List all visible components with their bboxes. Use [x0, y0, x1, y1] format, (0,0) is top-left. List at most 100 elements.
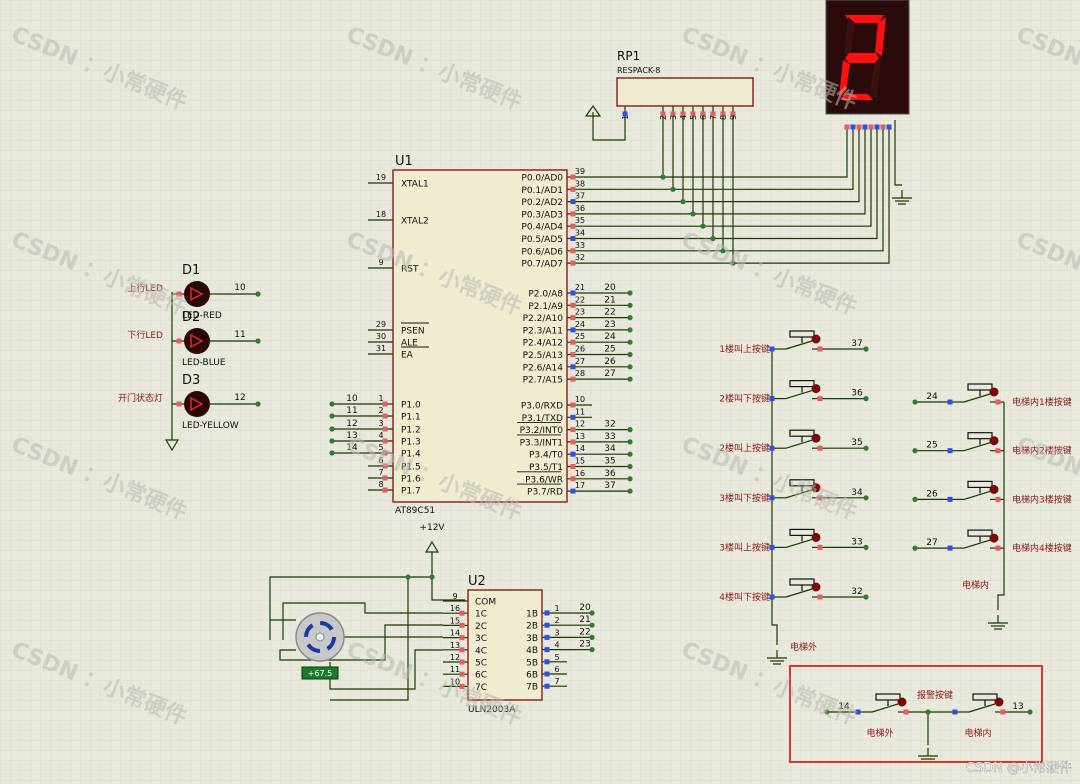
seg-pin-state: [880, 124, 886, 130]
inside-button-net: 26: [926, 489, 938, 499]
u1-pin-name: P0.7/AD7: [521, 260, 563, 270]
alarm-button-inside-pin-state: [952, 709, 958, 715]
p0-junction: [670, 186, 676, 192]
u1-pin-name: ALE: [401, 339, 418, 349]
outside-button-0-contact: [785, 340, 813, 350]
u2-pin-state: [544, 647, 550, 653]
motor-junction: [405, 574, 411, 580]
outside-button-label: 2楼叫下按键: [719, 393, 770, 405]
seg-f: [844, 17, 855, 56]
u1-pin-number: 39: [575, 167, 585, 176]
rp1-value: RESPACK-8: [617, 66, 660, 75]
led-pin-state: [176, 401, 182, 407]
u1-p2-net-label: 22: [604, 308, 615, 318]
outside-button-1-indicator: [811, 384, 821, 394]
u1-pin-number: 7: [378, 468, 383, 477]
u1-pin-name: P2.3/A11: [523, 326, 563, 336]
u1-pin-state: [382, 413, 388, 419]
u2-net-dot: [589, 634, 595, 641]
u2-pin-number: 10: [450, 677, 460, 686]
led-net-dot: [255, 338, 261, 344]
u1-pin-state: [570, 364, 576, 370]
outside-button-4-pin-state: [769, 544, 775, 550]
u1-pin-state: [570, 339, 576, 345]
led-value: LED-RED: [182, 311, 222, 321]
u1-pin-state: [382, 450, 388, 456]
led-pin-state: [176, 338, 182, 344]
u1-pin-state: [382, 487, 388, 493]
u1-pin-state: [570, 327, 576, 333]
u1-pin-state: [570, 248, 576, 254]
u1-p1-net-label: 13: [346, 431, 357, 441]
u2-pin-name: 2B: [526, 622, 538, 632]
p0-junction: [710, 235, 716, 242]
inside-button-net-dot: [912, 399, 918, 405]
u2-pin-number: 16: [450, 604, 460, 613]
u2-pin-name: COM: [475, 598, 496, 608]
u2-net-label: 21: [579, 615, 590, 625]
u1-pin-state: [382, 475, 388, 481]
u1-pin-state: [570, 352, 576, 357]
u1-pin-state: [570, 488, 576, 494]
rp1-pin-number: 5: [689, 115, 698, 120]
u1-pin-name: P3.0/RXD: [521, 402, 563, 412]
supply-arrow: [424, 540, 440, 553]
u1-pin-state: [570, 464, 576, 469]
u1-pin-number: 10: [575, 395, 585, 404]
u1-pin-name: P3.6/WR: [525, 475, 563, 485]
u1-pin-state: [570, 427, 576, 433]
u1-pin-number: 27: [575, 357, 585, 366]
alarm-button-outside-pin-state: [855, 709, 861, 715]
u1-pin-number: 1: [378, 394, 383, 403]
u1-pin-number: 29: [376, 320, 386, 329]
led-label: 下行LED: [127, 329, 163, 341]
u2-pin-name: 7B: [526, 683, 538, 693]
u1-pin-name: P3.4/T0: [529, 451, 563, 461]
u2-pin-state: [459, 647, 465, 653]
u2-pin-state: [459, 671, 465, 677]
led-label: 开门状态灯: [118, 392, 163, 404]
rp1-pin-number: 1: [621, 115, 630, 120]
rp1-pin-state: [690, 111, 696, 117]
u1-pin-number: 36: [575, 204, 585, 213]
inside-button-3-pin-state: [995, 545, 1001, 551]
u1-pin-number: 9: [378, 258, 383, 267]
u1-pin-number: 25: [575, 332, 585, 341]
u1-pin-name: P0.5/AD5: [521, 235, 563, 245]
u1-pin-name: P3.3/INT1: [520, 438, 563, 448]
u1-pin-name: XTAL1: [401, 180, 429, 190]
u1-pin-name: P3.2/INT0: [520, 426, 564, 436]
p0-bus-wire-4: [592, 128, 872, 227]
u1-pin-name: P1.5: [401, 463, 421, 473]
alarm-right-net-dot: [1027, 709, 1033, 715]
u1-p2-net-dot: [627, 339, 633, 345]
u1-pin-name: P0.2/AD2: [521, 198, 563, 208]
outside-button-3-contact: [785, 489, 813, 499]
u1-p3-net-dot: [627, 451, 633, 457]
component-layer: [164, 0, 1043, 763]
motor-readout: +67.5: [308, 669, 333, 678]
rp1-pin-number: 6: [699, 115, 708, 120]
u1-pin-state: [382, 463, 388, 469]
u1-p2-net-label: 21: [604, 295, 615, 305]
outside-button-2-actuator: [789, 429, 815, 437]
u1-pin-number: 2: [378, 406, 383, 415]
u2-pin-state: [544, 610, 550, 616]
alarm-left-label: 电梯外: [866, 727, 893, 739]
led-ref: D3: [182, 373, 200, 388]
u1-p3-net-dot: [627, 488, 633, 494]
u1-pin-number: 22: [575, 295, 585, 304]
u2-pin-number: 1: [554, 604, 559, 613]
p0-junction: [680, 199, 686, 205]
rp1-body: [616, 77, 754, 107]
u1-p1-net-dot: [329, 450, 335, 456]
outside-button-3-actuator: [789, 479, 815, 487]
outside-button-label: 2楼叫上按键: [719, 442, 770, 454]
motor-rotor: [304, 621, 336, 653]
u1-pin-state: [570, 302, 576, 308]
p0-junction: [730, 260, 736, 266]
seg-pin-state: [862, 124, 868, 130]
rp1-common-wire: [592, 112, 626, 141]
seg-a: [845, 15, 884, 23]
